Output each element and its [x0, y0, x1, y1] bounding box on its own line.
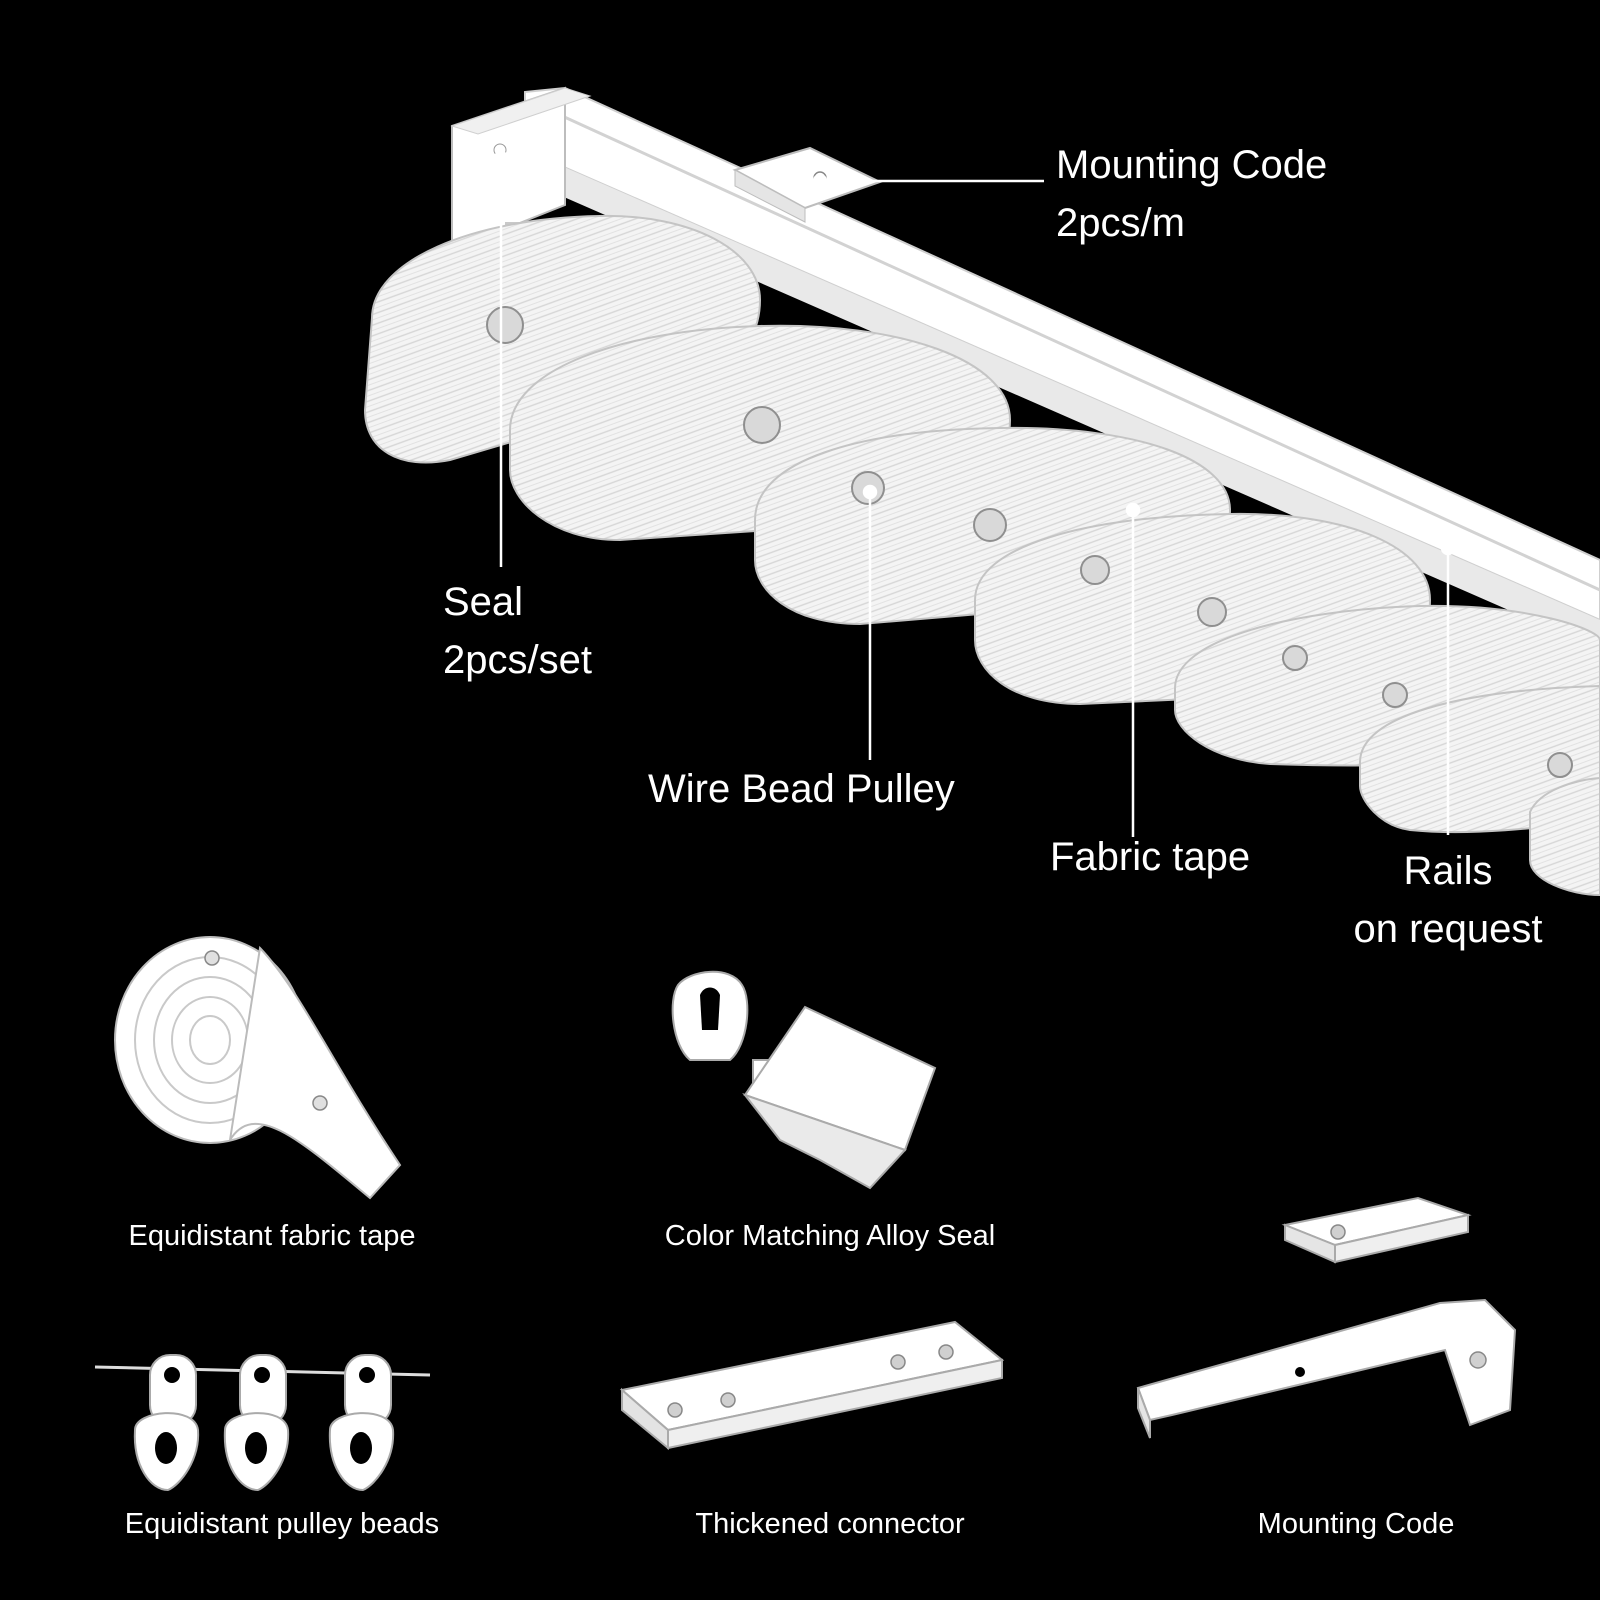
wire-bead-pulley-callout: Wire Bead Pulley: [648, 767, 955, 811]
connector-plate-icon: [619, 1320, 1005, 1451]
equidistant-pulley-beads-caption: Equidistant pulley beads: [124, 1508, 440, 1540]
mounting-bracket-icon: [1136, 1196, 1517, 1439]
rails-callout: Rails on request: [1330, 842, 1566, 958]
mounting-code-quantity: 2pcs/m: [1056, 201, 1185, 245]
end-seal-icon: [450, 86, 592, 252]
seal-quantity: 2pcs/set: [443, 638, 592, 682]
equidistant-fabric-tape-caption: Equidistant fabric tape: [128, 1220, 416, 1252]
seal-title: Seal: [443, 580, 524, 624]
alloy-seal-icon: [671, 970, 937, 1190]
mounting-code-caption: Mounting Code: [1257, 1508, 1455, 1540]
fabric-tape-callout: Fabric tape: [1050, 835, 1251, 879]
mounting-code-callout: Mounting Code 2pcs/m: [1056, 136, 1327, 252]
pulley-beads-icon: [94, 1354, 431, 1492]
leader-lines: [493, 150, 1456, 837]
wave-fabric-loops-icon: [363, 214, 1600, 897]
thickened-connector-caption: Thickened connector: [695, 1508, 965, 1540]
color-matching-alloy-seal-caption: Color Matching Alloy Seal: [664, 1220, 996, 1252]
fabric-tape-roll-icon: [114, 936, 402, 1200]
rails-note: on request: [1353, 907, 1543, 951]
mounting-code-title: Mounting Code: [1056, 143, 1328, 187]
rails-title: Rails: [1403, 849, 1493, 893]
seal-callout: Seal 2pcs/set: [443, 573, 592, 689]
